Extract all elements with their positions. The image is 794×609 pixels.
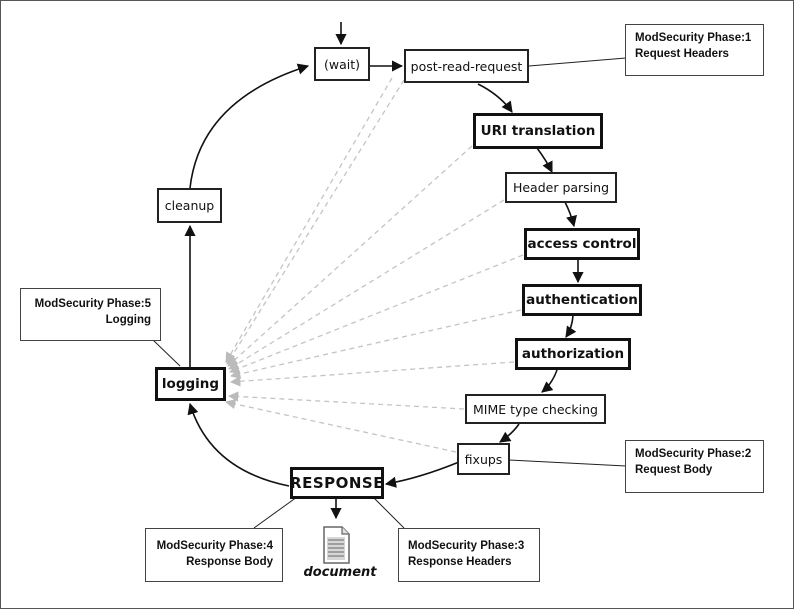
node-response: RESPONSE (290, 467, 384, 499)
node-wait: (wait) (314, 47, 370, 81)
dashed-arrow (228, 199, 505, 370)
node-uri-translation: URI translation (473, 113, 603, 149)
flow-arrow (565, 315, 577, 338)
flow-arrow (189, 63, 310, 189)
note-phase-1: ModSecurity Phase:1 Request Headers (625, 24, 764, 76)
note-subtitle: Response Headers (408, 556, 512, 568)
note-connector (371, 495, 405, 529)
dashed-arrow (229, 361, 515, 387)
node-fixups: fixups (457, 443, 510, 475)
note-subtitle: Logging (105, 314, 151, 326)
dashed-arrow (227, 391, 465, 410)
note-connector (253, 496, 298, 529)
node-cleanup: cleanup (157, 188, 222, 223)
note-phase-2: ModSecurity Phase:2 Request Body (625, 440, 764, 493)
node-logging: logging (155, 367, 226, 401)
flow-arrow (541, 369, 558, 393)
note-subtitle: Response Body (186, 556, 273, 568)
dashed-arrow (226, 79, 405, 365)
flow-arrow (384, 461, 460, 488)
node-authentication: authentication (522, 284, 642, 316)
dashed-arrow (227, 145, 473, 367)
note-phase-4: ModSecurity Phase:4 Response Body (145, 528, 283, 582)
dashed-arrow (224, 398, 457, 453)
document-label: document (303, 565, 377, 580)
note-title: ModSecurity Phase:1 (635, 32, 752, 44)
node-post-read-request: post-read-request (404, 49, 529, 83)
flow-arrow (187, 402, 290, 487)
note-title: ModSecurity Phase:2 (635, 448, 752, 460)
node-authorization: authorization (515, 338, 631, 370)
note-title: ModSecurity Phase:5 (34, 298, 151, 310)
flow-arrow (536, 147, 553, 174)
flow-arrow (499, 423, 520, 443)
dashed-arrow (225, 77, 393, 363)
dashed-arrow (229, 309, 522, 379)
note-subtitle: Request Headers (635, 48, 729, 60)
node-header-parsing: Header parsing (505, 172, 617, 203)
note-title: ModSecurity Phase:4 (156, 540, 273, 552)
note-connector (528, 57, 627, 67)
note-connector (152, 339, 181, 367)
note-subtitle: Request Body (635, 464, 713, 476)
node-mime-type-checking: MIME type checking (465, 394, 606, 424)
note-title: ModSecurity Phase:3 (408, 540, 525, 552)
document-icon (323, 526, 350, 564)
note-phase-3: ModSecurity Phase:3 Response Headers (398, 528, 540, 582)
note-connector (508, 459, 627, 467)
note-phase-5: ModSecurity Phase:5 Logging (20, 288, 161, 341)
node-access-control: access control (524, 228, 640, 260)
flow-arrow (564, 201, 577, 228)
dashed-arrow (229, 254, 524, 374)
flow-arrow (477, 83, 513, 113)
